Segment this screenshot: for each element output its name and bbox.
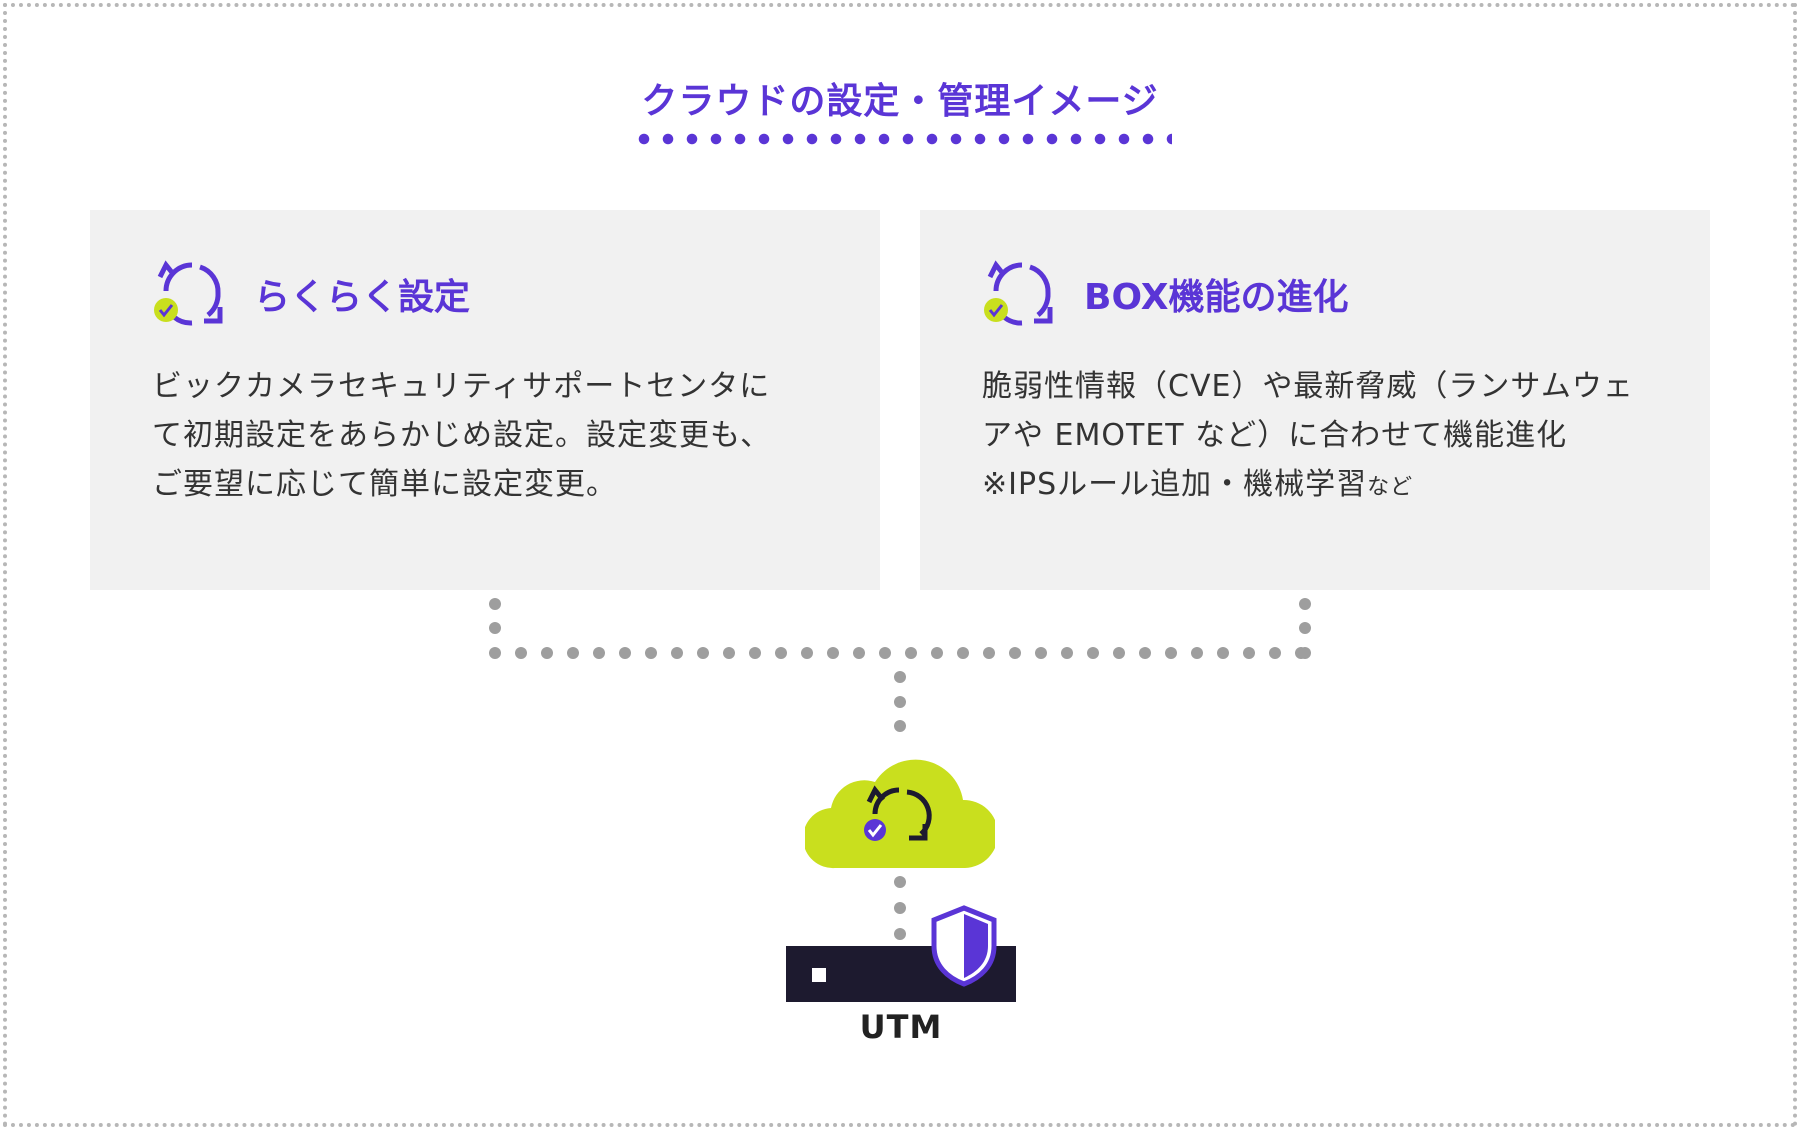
diagram-frame	[3, 3, 1797, 1127]
utm-label: UTM	[859, 1008, 943, 1046]
connector-dot	[541, 647, 553, 659]
utm-indicator-light	[812, 968, 826, 982]
connector-dot	[1299, 598, 1311, 610]
connector-dot	[1299, 622, 1311, 634]
connector-dot	[723, 647, 735, 659]
sync-check-icon	[154, 260, 223, 326]
connector-dot	[567, 647, 579, 659]
card-body-line: ご要望に応じて簡単に設定変更。	[152, 467, 617, 502]
shield-icon	[931, 905, 997, 987]
connector-dot	[894, 928, 906, 940]
connector-dot	[749, 647, 761, 659]
connector-dot	[905, 647, 917, 659]
card-box-evolution: BOX機能の進化 脆弱性情報（CVE）や最新脅威（ランサムウェ アや EMOTE…	[920, 210, 1710, 590]
title-underline-dots	[632, 133, 1172, 145]
connector-dot	[697, 647, 709, 659]
connector-dot	[1035, 647, 1047, 659]
connector-dot	[853, 647, 865, 659]
connector-dot	[1139, 647, 1151, 659]
connector-dot	[489, 598, 501, 610]
connector-dot	[894, 696, 906, 708]
connector-dot	[593, 647, 605, 659]
note-main: ※IPSルール追加・機械学習	[982, 467, 1368, 502]
connector-dot	[489, 622, 501, 634]
card-body: 脆弱性情報（CVE）や最新脅威（ランサムウェ アや EMOTET など）に合わせ…	[982, 362, 1682, 512]
connector-dot	[1061, 647, 1073, 659]
connector-dot	[894, 671, 906, 683]
card-body-line: アや EMOTET など）に合わせて機能進化	[982, 418, 1568, 453]
connector-dot	[827, 647, 839, 659]
connector-dot	[894, 902, 906, 914]
connector-dot	[515, 647, 527, 659]
connector-dot	[879, 647, 891, 659]
card-body: ビックカメラセキュリティサポートセンタに て初期設定をあらかじめ設定。設定変更も…	[152, 362, 852, 509]
connector-dot	[1299, 647, 1311, 659]
card-title: らくらく設定	[254, 277, 471, 318]
card-body-note: ※IPSルール追加・機械学習など	[982, 460, 1682, 512]
connector-dot	[931, 647, 943, 659]
connector-dot	[983, 647, 995, 659]
connector-dot	[1191, 647, 1203, 659]
connector-dot	[894, 876, 906, 888]
note-small: など	[1367, 475, 1414, 500]
diagram-title: クラウドの設定・管理イメージ	[641, 81, 1159, 122]
connector-dot	[1113, 647, 1125, 659]
connector-dot	[1087, 647, 1099, 659]
connector-dot	[801, 647, 813, 659]
connector-dot	[645, 647, 657, 659]
connector-dot	[671, 647, 683, 659]
card-body-line: 脆弱性情報（CVE）や最新脅威（ランサムウェ	[982, 369, 1634, 404]
connector-dot	[1243, 647, 1255, 659]
connector-dot	[1217, 647, 1229, 659]
connector-dot	[1009, 647, 1021, 659]
connector-dot	[957, 647, 969, 659]
connector-dot	[894, 720, 906, 732]
card-easy-settings: らくらく設定 ビックカメラセキュリティサポートセンタに て初期設定をあらかじめ設…	[90, 210, 880, 590]
cloud-sync-icon	[805, 759, 995, 869]
connector-dot	[619, 647, 631, 659]
sync-check-icon	[984, 260, 1053, 326]
card-body-line: て初期設定をあらかじめ設定。設定変更も、	[152, 418, 772, 453]
connector-dot	[1269, 647, 1281, 659]
card-title: BOX機能の進化	[1084, 277, 1349, 318]
card-body-line: ビックカメラセキュリティサポートセンタに	[152, 369, 771, 404]
connector-dot	[1165, 647, 1177, 659]
connector-dot	[775, 647, 787, 659]
connector-dot	[489, 647, 501, 659]
